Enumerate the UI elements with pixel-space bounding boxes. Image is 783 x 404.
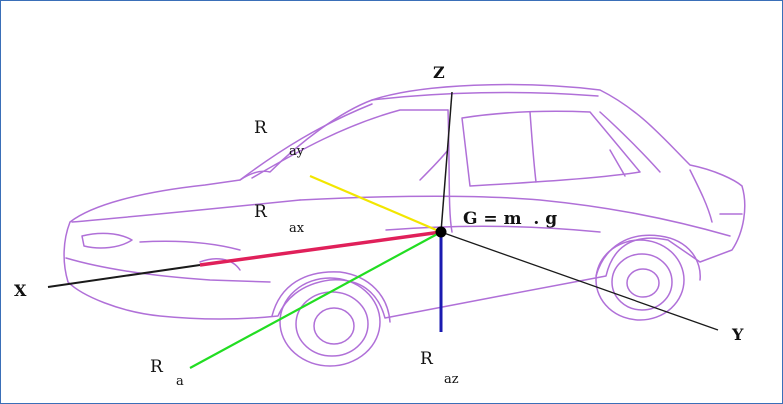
rax-vector [199, 230, 442, 267]
ra-label-sub: a [176, 374, 184, 389]
ra-vector [189, 231, 442, 369]
ra-label-r: R [150, 357, 164, 377]
rax-label-sub: ax [289, 221, 305, 236]
rax-label-r: R [254, 202, 268, 222]
z-axis [440, 91, 453, 233]
car-outline [63, 83, 746, 367]
gravity-label: G = m . g [463, 209, 557, 229]
center-of-gravity-point [435, 226, 447, 238]
raz-label-r: R [420, 349, 434, 369]
ray-label-r: R [254, 118, 268, 138]
x-axis [47, 264, 201, 288]
z-axis-label: Z [433, 63, 445, 82]
y-axis-label: Y [731, 325, 744, 344]
raz-label-sub: az [444, 372, 459, 387]
x-axis-label: X [14, 281, 27, 300]
y-axis [440, 231, 719, 331]
ray-label-sub: ay [289, 144, 305, 159]
ray-vector [309, 174, 442, 234]
